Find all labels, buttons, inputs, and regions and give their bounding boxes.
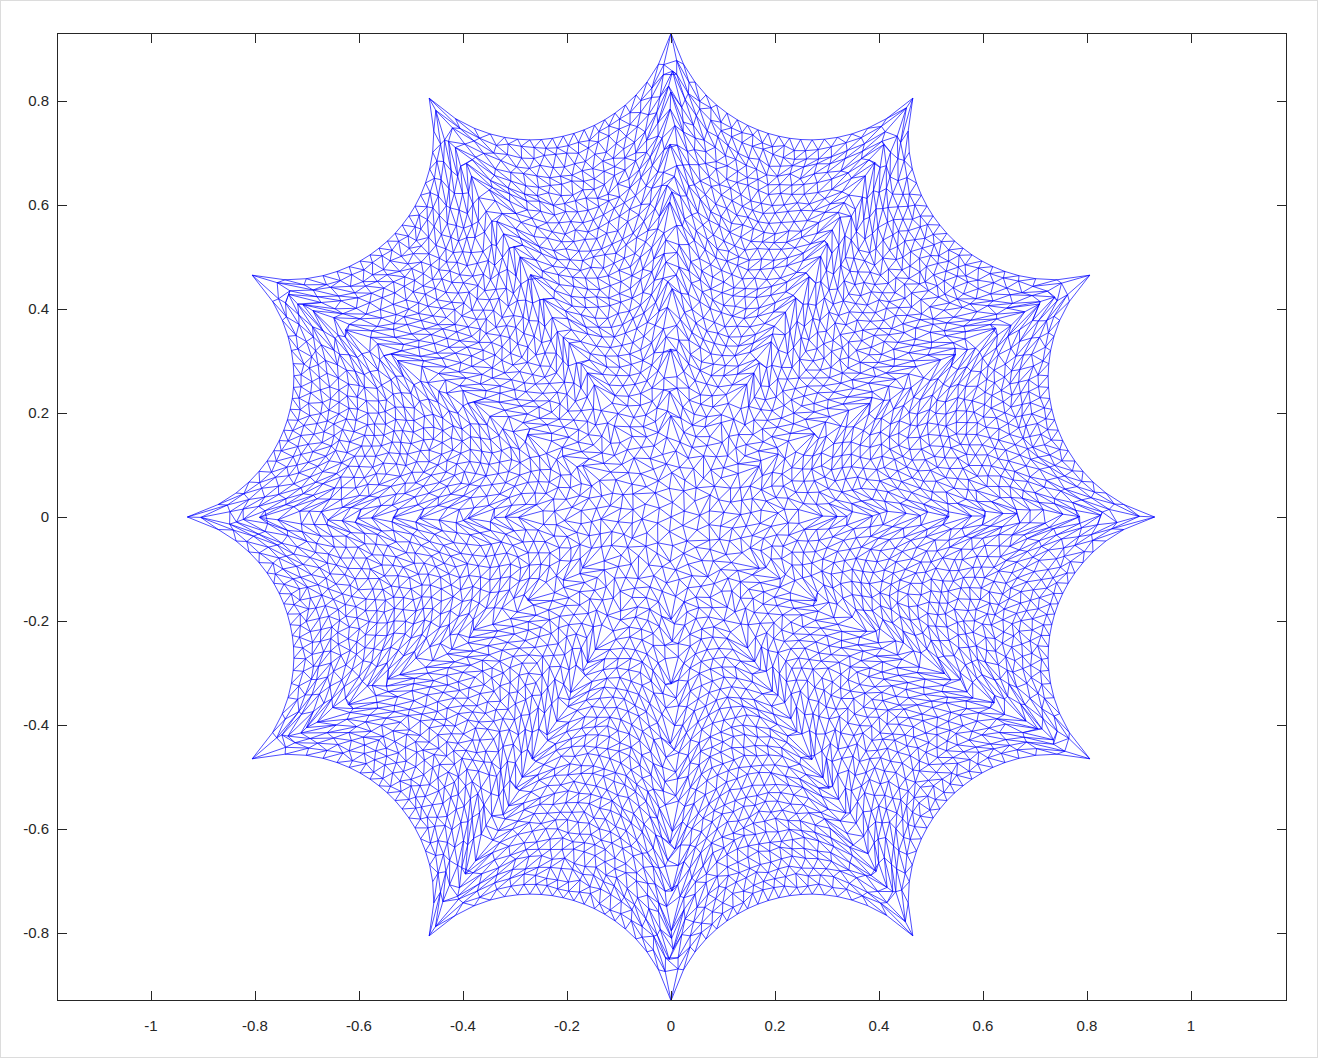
y-tick-label: -0.4 <box>23 716 49 734</box>
x-tick-label: -0.6 <box>346 1017 372 1035</box>
x-tick-label: 0.2 <box>765 1017 786 1035</box>
x-tick-label: -1 <box>144 1017 157 1035</box>
x-tick-label: 1 <box>1187 1017 1195 1035</box>
y-tick-label: -0.2 <box>23 612 49 630</box>
x-tick-label: 0 <box>667 1017 675 1035</box>
y-tick-label: 0.6 <box>28 196 49 214</box>
x-tick-label: -0.8 <box>242 1017 268 1035</box>
y-tick-label: 0.4 <box>28 300 49 318</box>
y-tick-label: -0.8 <box>23 924 49 942</box>
axes-background <box>57 33 1287 1001</box>
y-tick-label: 0.8 <box>28 92 49 110</box>
y-tick-label: 0 <box>41 508 49 526</box>
x-tick-label: -0.2 <box>554 1017 580 1035</box>
y-tick-label: 0.2 <box>28 404 49 422</box>
y-tick-label: -0.6 <box>23 820 49 838</box>
x-tick-label: 0.6 <box>973 1017 994 1035</box>
x-tick-label: 0.8 <box>1077 1017 1098 1035</box>
mesh-edges <box>187 33 1154 1000</box>
x-tick-label: 0.4 <box>869 1017 890 1035</box>
tick-marks <box>57 33 1287 1001</box>
triangle-mesh <box>187 33 1154 1000</box>
axes-box <box>58 34 1287 1001</box>
x-tick-label: -0.4 <box>450 1017 476 1035</box>
tick-lines <box>57 33 1287 1001</box>
